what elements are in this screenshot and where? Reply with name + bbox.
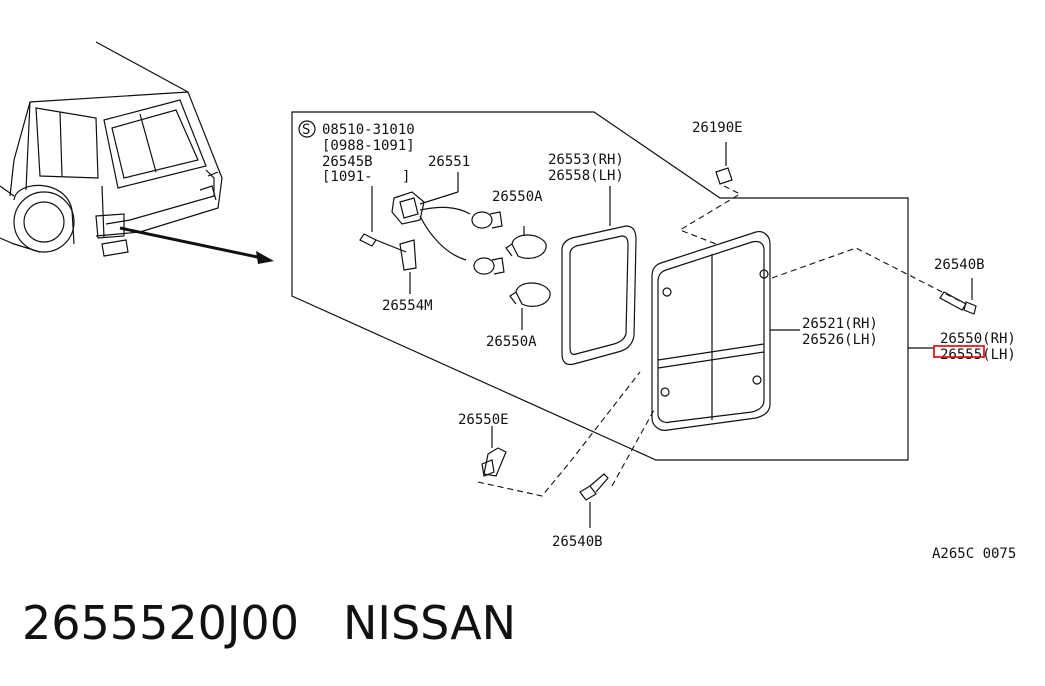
screw-bottom-label: 26540B [552, 534, 603, 550]
lamp-body [651, 231, 934, 431]
clip-top-label: 26190E [692, 120, 743, 136]
brand-name: NISSAN [342, 596, 517, 650]
seal-rh-label: 26553(RH) [548, 152, 624, 168]
clip-top [678, 142, 742, 245]
socket-b-date-end: ] [402, 169, 410, 185]
socket-harness [359, 172, 505, 294]
bulb-top-label: 26550A [492, 189, 543, 205]
screw-part-label: 08510-31010 [322, 122, 415, 138]
vehicle-rear-sketch [0, 41, 223, 257]
part-title: 2655520J00 NISSAN [22, 596, 516, 650]
assembly-frame [291, 111, 909, 461]
bulb-bottom-label: 26550A [486, 334, 537, 350]
part-number: 2655520J00 [22, 596, 299, 650]
screw-symbol-circle [298, 120, 316, 138]
screw-date-label: [0988-1091] [322, 138, 415, 154]
assy-rh-label: 26550(RH) [940, 331, 1016, 347]
ref-code-label: A265C 0075 [932, 546, 1016, 562]
nut-and-bottom-screw [477, 371, 655, 528]
lamp-lh-label: 26526(LH) [802, 332, 878, 348]
socket-b-date-label: [1091- [322, 169, 373, 185]
nut-label: 26550E [458, 412, 509, 428]
screw-right-label: 26540B [934, 257, 985, 273]
seal-lh-label: 26558(LH) [548, 168, 624, 184]
lamp-rh-label: 26521(RH) [802, 316, 878, 332]
socket-main-label: 26551 [428, 154, 470, 170]
assy-lh-label: 26555(LH) [940, 347, 1016, 363]
screw-symbol-label: S [302, 122, 310, 138]
highlight-box [933, 345, 985, 358]
bracket-label: 26554M [382, 298, 433, 314]
seal-gasket [561, 186, 637, 366]
screw-right [771, 247, 977, 315]
socket-b-label: 26545B [322, 154, 373, 170]
bulbs [505, 226, 551, 330]
pointer-arrow [119, 226, 274, 264]
